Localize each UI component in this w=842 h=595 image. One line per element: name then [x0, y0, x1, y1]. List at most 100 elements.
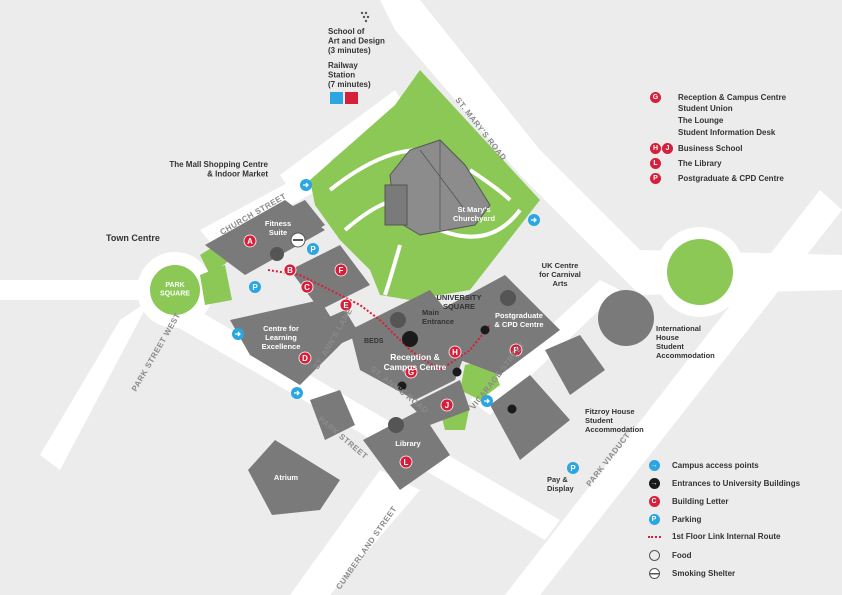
svg-text:P: P — [513, 346, 519, 355]
label-pay-display: Pay &Display — [547, 475, 575, 493]
legend-key-row: Student Union — [650, 104, 733, 113]
building-letter-b: B — [283, 263, 297, 277]
road-west — [0, 280, 150, 300]
entrance-arrow-icon — [397, 381, 407, 391]
road-park-street-west — [40, 300, 150, 470]
campus-access-icon — [291, 387, 303, 399]
label-reception: Reception &Campus Centre — [384, 352, 447, 372]
building-cle — [230, 300, 345, 385]
campus-access-icon — [481, 395, 493, 407]
art-school-icon — [360, 11, 370, 23]
legend-letter: H — [650, 143, 661, 154]
legend-key-row: L The Library — [650, 158, 722, 169]
road-park-viaduct — [505, 190, 842, 595]
parking-icon: P — [249, 281, 261, 293]
internal-route-line — [267, 269, 491, 372]
legend-key-row: Student Information Desk — [650, 128, 775, 137]
building-letter-icon: P — [650, 173, 674, 184]
building-fitzroy-1 — [490, 375, 570, 460]
building-f — [290, 245, 370, 310]
svg-text:P: P — [310, 245, 316, 254]
legend-label: Campus access points — [672, 461, 759, 470]
svg-text:E: E — [343, 301, 349, 310]
label-beds: BEDS — [364, 338, 384, 345]
railway-station-icon — [330, 92, 358, 104]
building-letter-e: E — [339, 298, 353, 312]
svg-text:P: P — [570, 464, 576, 473]
building-letter-l: L — [399, 455, 413, 469]
building-postgrad — [440, 275, 560, 375]
legend-label: Parking — [672, 515, 702, 524]
building-atrium — [248, 440, 340, 515]
legend-bottom: → Campus access points → Entrances to Unive… — [646, 460, 842, 585]
legend-key-label: The Lounge — [678, 116, 724, 125]
road-cumberland — [290, 470, 420, 595]
legend-label: Entrances to University Buildings — [672, 479, 801, 488]
food-icon — [500, 290, 516, 306]
label-mall: The Mall Shopping Centre& Indoor Market — [169, 160, 268, 179]
building-international-house — [598, 290, 654, 346]
building-small-park-st — [310, 390, 355, 440]
parking-markers: P P P — [249, 243, 579, 474]
entrance-arrow-icon: → — [648, 478, 660, 489]
building-letter-a: A — [243, 234, 257, 248]
svg-text:F: F — [339, 266, 344, 275]
entrance-arrow-icon — [507, 404, 517, 414]
svg-text:C: C — [304, 283, 310, 292]
food-icon — [388, 417, 404, 433]
svg-text:G: G — [408, 368, 414, 377]
legend-letter: G — [650, 92, 661, 103]
legend-key-label: The Library — [678, 159, 722, 168]
campus-access-icon — [528, 214, 540, 226]
legend-letter: J — [662, 143, 673, 154]
svg-text:P: P — [252, 283, 258, 292]
building-letter-icon: C — [646, 496, 662, 507]
entrance-arrow-icon — [452, 367, 462, 377]
svg-text:L: L — [404, 458, 409, 467]
building-d — [300, 310, 360, 355]
legend-label: Smoking Shelter — [672, 569, 736, 578]
legend-key-label: Student Union — [678, 104, 733, 113]
smoking-shelter-icon — [646, 568, 662, 579]
legend-letter: L — [650, 158, 661, 169]
campus-access-icon — [232, 328, 244, 340]
building-letter-h: H — [448, 345, 462, 359]
food-icon — [270, 247, 284, 261]
buildings — [205, 200, 605, 515]
parking-icon: P — [567, 462, 579, 474]
label-town-centre: Town Centre — [106, 233, 160, 243]
building-letter-p: P — [509, 343, 523, 357]
legend-row: Food — [646, 550, 692, 561]
legend-key-row: The Lounge — [650, 116, 723, 125]
svg-text:D: D — [302, 354, 308, 363]
building-letter-j: J — [440, 398, 454, 412]
svg-text:A: A — [247, 237, 253, 246]
green-roundabout-side — [200, 265, 232, 305]
svg-text:J: J — [445, 401, 449, 410]
legend-row: 1st Floor Link Internal Route — [646, 532, 780, 541]
campus-access-icon: → — [648, 460, 660, 471]
legend-row: Smoking Shelter — [646, 568, 735, 579]
access-points — [232, 179, 540, 407]
food-icon — [646, 550, 662, 561]
entrance-arrow-icon — [402, 331, 418, 347]
road-vicarage — [470, 280, 620, 415]
road-mall — [280, 90, 405, 190]
legend-key-label: Business School — [678, 144, 743, 153]
building-fitness — [265, 200, 325, 245]
legend-label: 1st Floor Link Internal Route — [672, 532, 781, 541]
